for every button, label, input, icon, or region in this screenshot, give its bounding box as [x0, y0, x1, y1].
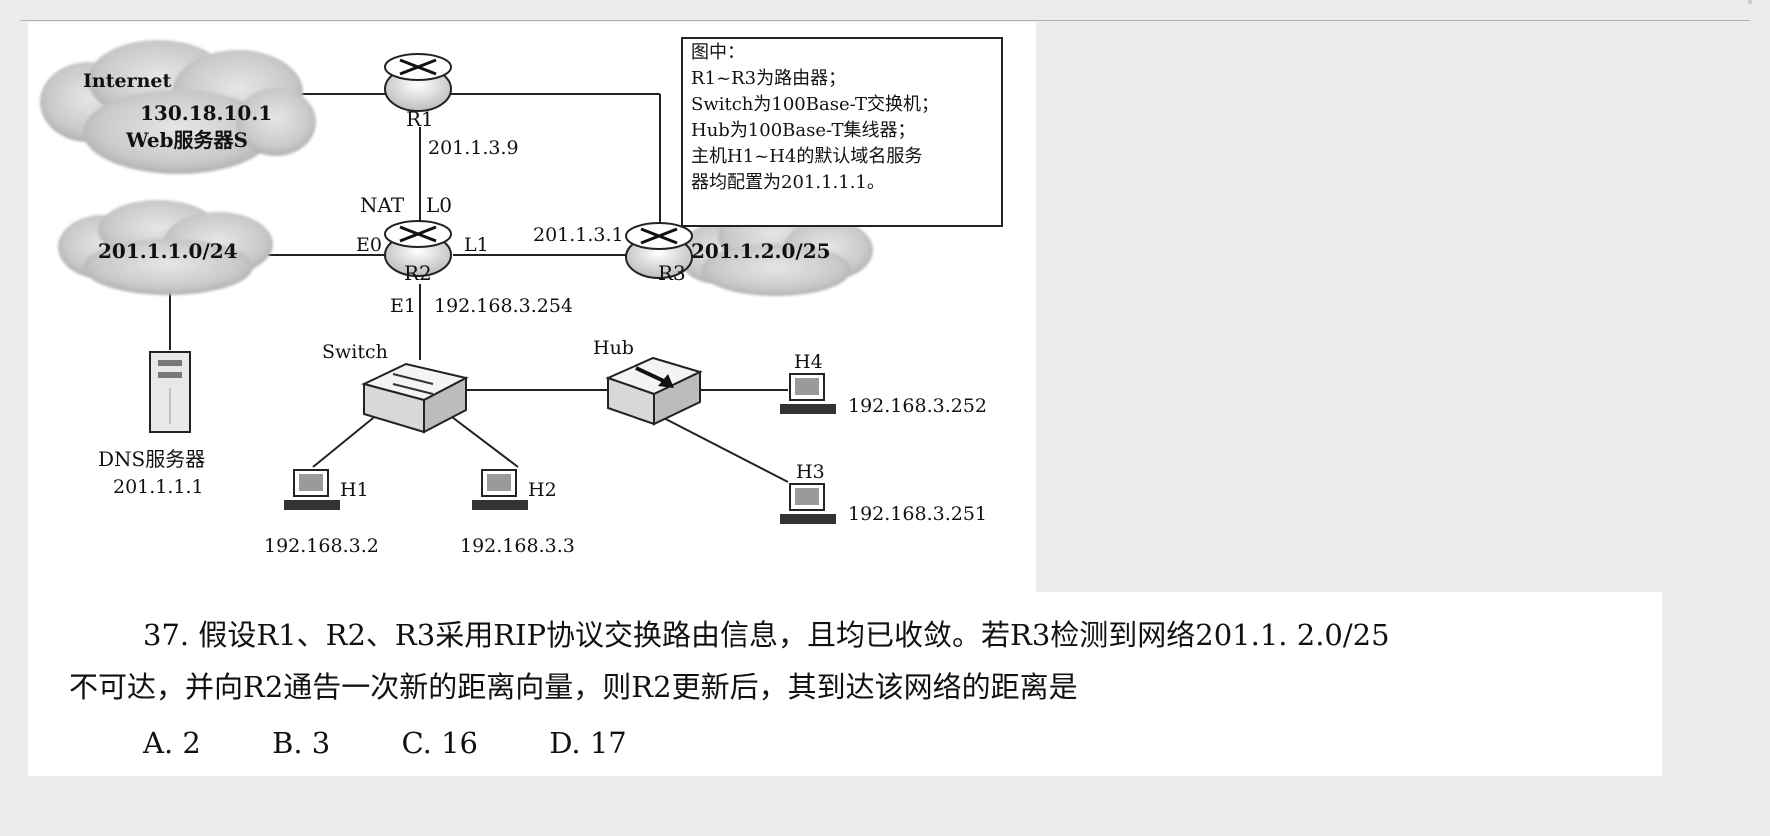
- option-a[interactable]: A. 2: [143, 726, 201, 760]
- computer-icon: [780, 483, 836, 524]
- host-ip: 192.168.3.252: [848, 395, 987, 417]
- r3-ip: 201.1.3.1: [533, 224, 624, 246]
- question-text-line2: 不可达，并向R2通告一次新的距离向量，则R2更新后，其到达该网络的距离是: [69, 670, 1078, 704]
- r2-e1-label: E1: [390, 295, 416, 317]
- r1-ip: 201.1.3.9: [428, 137, 519, 159]
- switch-icon: [361, 362, 469, 434]
- link-switch-h1: [312, 413, 379, 468]
- option-b[interactable]: B. 3: [272, 726, 331, 760]
- router-r3: [625, 222, 693, 279]
- legend-line: 主机H1~H4的默认域名服务: [691, 146, 922, 167]
- lan-left-label: 201.1.1.0/24: [98, 239, 238, 263]
- r2-nat-label: NAT: [360, 193, 405, 217]
- r1-label: R1: [406, 107, 434, 131]
- internet-cloud: [40, 40, 316, 174]
- links: [169, 93, 789, 483]
- r3-label: R3: [658, 261, 686, 285]
- corner-mark: [1748, 0, 1752, 4]
- question-panel: 37. 假设R1、R2、R3采用RIP协议交换路由信息，且均已收敛。若R3检测到…: [28, 592, 1662, 776]
- r2-e0-label: E0: [356, 234, 382, 256]
- host-ip: 192.168.3.251: [848, 503, 987, 525]
- dns-label: DNS服务器: [98, 447, 205, 471]
- legend-line: Hub为100Base-T集线器；: [691, 120, 915, 141]
- r2-l0-label: L0: [426, 193, 452, 217]
- dns-server-icon: [149, 351, 191, 433]
- router-r1: [384, 53, 452, 112]
- r2-e1-ip: 192.168.3.254: [434, 295, 573, 317]
- lan-cloud-left: [58, 200, 273, 295]
- internet-ip: 130.18.10.1: [140, 101, 272, 125]
- host-label: H4: [794, 351, 823, 373]
- legend-line: 图中：: [691, 42, 745, 63]
- link-switch-h2: [447, 413, 519, 468]
- switch-label: Switch: [322, 341, 388, 363]
- web-server-label: Web服务器S: [125, 128, 248, 152]
- network-diagram-panel: Internet 130.18.10.1 Web服务器S 201.1.1.0/2…: [28, 22, 1036, 592]
- dns-ip: 201.1.1.1: [113, 476, 204, 498]
- r2-label: R2: [404, 261, 432, 285]
- computer-icon: [284, 469, 340, 510]
- hub-label: Hub: [593, 337, 634, 359]
- legend-line: R1~R3为路由器；: [691, 68, 846, 89]
- legend-line: 器均配置为201.1.1.1。: [691, 172, 885, 193]
- legend-line: Switch为100Base-T交换机；: [691, 94, 939, 115]
- host-ip: 192.168.3.2: [264, 535, 379, 557]
- router-r2: [384, 220, 452, 277]
- answer-options: A. 2 B. 3 C. 16 D. 17: [143, 726, 689, 760]
- network-diagram: Internet 130.18.10.1 Web服务器S 201.1.1.0/2…: [40, 37, 1003, 557]
- top-divider: [20, 20, 1750, 21]
- hub-icon: [605, 356, 703, 426]
- link-hub-h3: [655, 413, 789, 483]
- question-text-line1: 37. 假设R1、R2、R3采用RIP协议交换路由信息，且均已收敛。若R3检测到…: [143, 618, 1390, 652]
- option-d[interactable]: D. 17: [549, 726, 627, 760]
- computer-icon: [780, 373, 836, 414]
- internet-label: Internet: [83, 70, 171, 92]
- option-c[interactable]: C. 16: [401, 726, 478, 760]
- legend-box: 图中： R1~R3为路由器； Switch为100Base-T交换机； Hub为…: [681, 37, 1003, 227]
- r2-l1-label: L1: [464, 234, 489, 256]
- host-label: H2: [528, 479, 557, 501]
- lan-right-label: 201.1.2.0/25: [691, 239, 831, 263]
- host-label: H1: [340, 479, 369, 501]
- host-label: H3: [796, 461, 825, 483]
- computer-icon: [472, 469, 528, 510]
- host-ip: 192.168.3.3: [460, 535, 575, 557]
